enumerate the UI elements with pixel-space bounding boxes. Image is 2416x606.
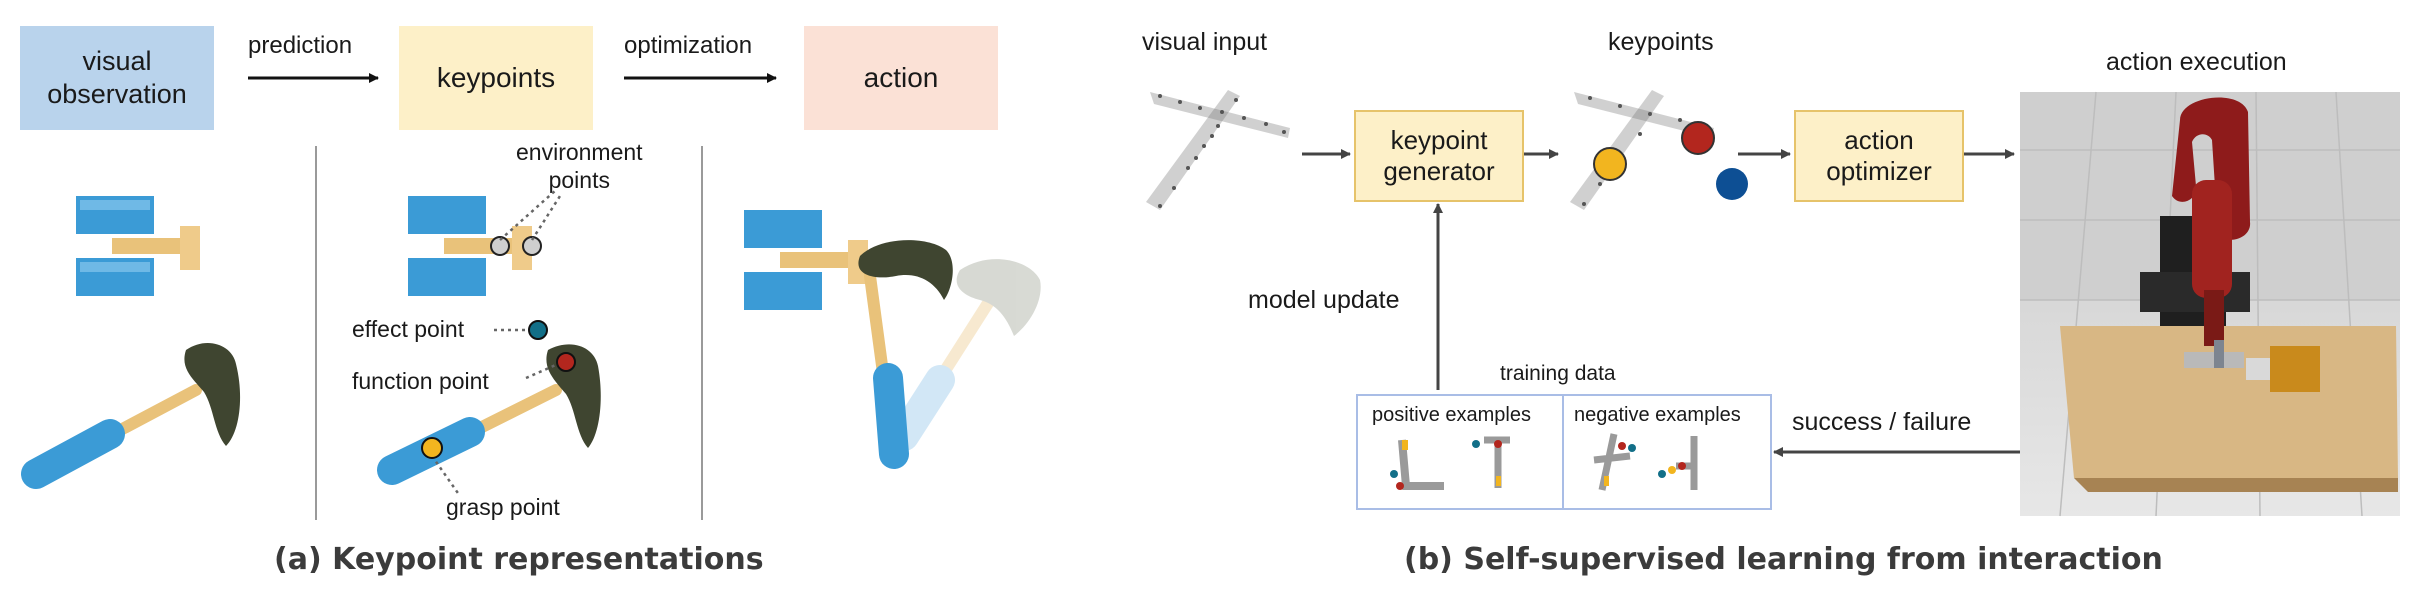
environment-points-label: environment points [516, 139, 643, 193]
effect-point-label: effect point [352, 316, 465, 342]
environment-point-1 [490, 236, 510, 256]
visual-observation-label: visual observation [47, 46, 187, 109]
caption-b: (b) Self-supervised learning from intera… [1404, 542, 2163, 577]
keypoint-generator-label: keypoint generator [1383, 125, 1495, 186]
environment-point-2 [522, 236, 542, 256]
hammer-3 [858, 240, 953, 469]
action-box-label: action [863, 62, 939, 93]
keypoint-generator-box: keypoint generator [1354, 110, 1524, 202]
blue-block-clamp-1 [76, 196, 200, 296]
model-update-label: model update [1248, 286, 1400, 314]
grasp-point-label: grasp point [446, 494, 560, 520]
hammer-1 [21, 342, 241, 489]
visual-observation-box: visual observation [20, 26, 214, 130]
training-data-box: positive examples negative examples [1356, 394, 1772, 510]
function-point-label: function point [352, 368, 489, 394]
caption-a: (a) Keypoint representations [274, 542, 764, 577]
grasp-point-marker [421, 437, 443, 459]
positive-examples-label: positive examples [1372, 404, 1531, 426]
positive-example-1 [1390, 439, 1444, 490]
negative-examples-label: negative examples [1574, 404, 1741, 426]
keypoint-effect [1716, 168, 1748, 200]
positive-example-2 [1472, 436, 1510, 488]
success-failure-label: success / failure [1792, 408, 1972, 436]
training-data-label: training data [1500, 362, 1616, 385]
action-box: action [804, 26, 998, 130]
keypoints-box-label: keypoints [436, 62, 556, 93]
prediction-label: prediction [248, 32, 353, 59]
effect-point-marker [528, 320, 548, 340]
keypoints-box: keypoints [399, 26, 593, 130]
blue-block-clamp-3 [744, 210, 868, 310]
hammer-ghost [889, 259, 1041, 451]
training-data-divider [1562, 396, 1564, 508]
visual-input-point-cloud [1146, 90, 1290, 210]
blue-block-clamp-2 [408, 196, 532, 296]
keypoint-function [1681, 121, 1715, 155]
function-point-marker [556, 352, 576, 372]
negative-example-2 [1658, 436, 1698, 490]
action-optimizer-box: action optimizer [1794, 110, 1964, 202]
action-execution-label: action execution [2106, 48, 2287, 76]
keypoints-label: keypoints [1608, 28, 1714, 56]
visual-input-label: visual input [1142, 28, 1268, 56]
negative-example-1 [1593, 433, 1636, 491]
robot-simulation-render [2020, 91, 2400, 517]
action-optimizer-label: action optimizer [1826, 125, 1932, 186]
optimization-label: optimization [624, 32, 753, 59]
keypoint-grasp [1593, 147, 1627, 181]
